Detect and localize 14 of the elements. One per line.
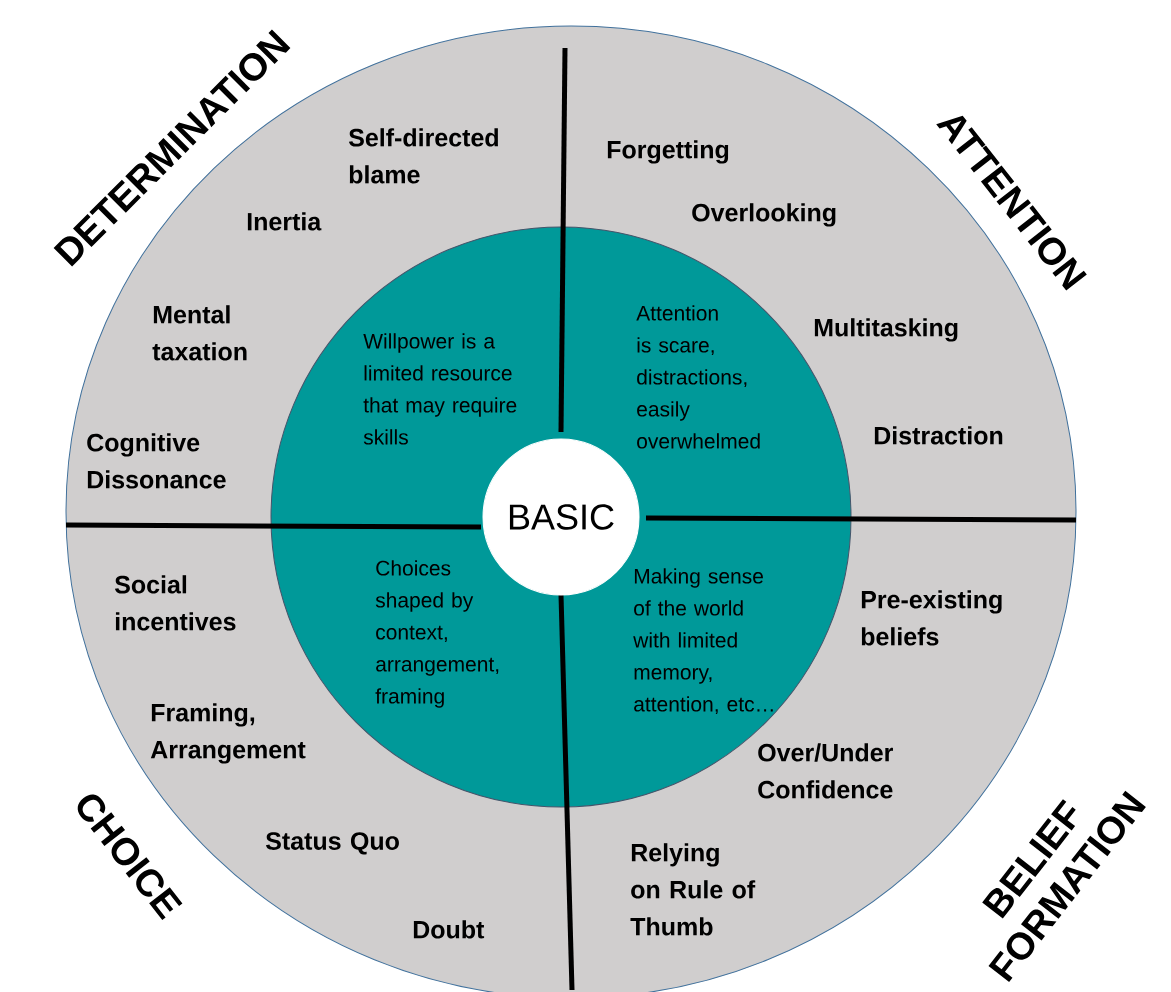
ring-item-label: Doubt (413, 920, 485, 939)
ring-item-label: Pre-existing beliefs (861, 590, 1002, 646)
ring-item-label: Social incentives (114, 575, 236, 631)
ring-item-label: Framing, Arrangement (150, 703, 306, 764)
ring-item-label: Overlooking (692, 203, 836, 227)
ring-item-label: Distraction (874, 426, 1003, 445)
ring-item-label: Relying on Rule of Thumb (630, 843, 756, 936)
ring-item-label: Self-directed blame (348, 128, 498, 184)
ring-item-label: Multitasking (814, 318, 958, 342)
ring-item-label: Forgetting (607, 140, 729, 164)
ring-item-label: Mental taxation (152, 305, 247, 361)
ring-item-label: Cognitive Dissonance (87, 433, 226, 489)
ring-item-label: Status Quo (265, 832, 399, 855)
ring-item-label: Over/Under Confidence (758, 743, 893, 799)
